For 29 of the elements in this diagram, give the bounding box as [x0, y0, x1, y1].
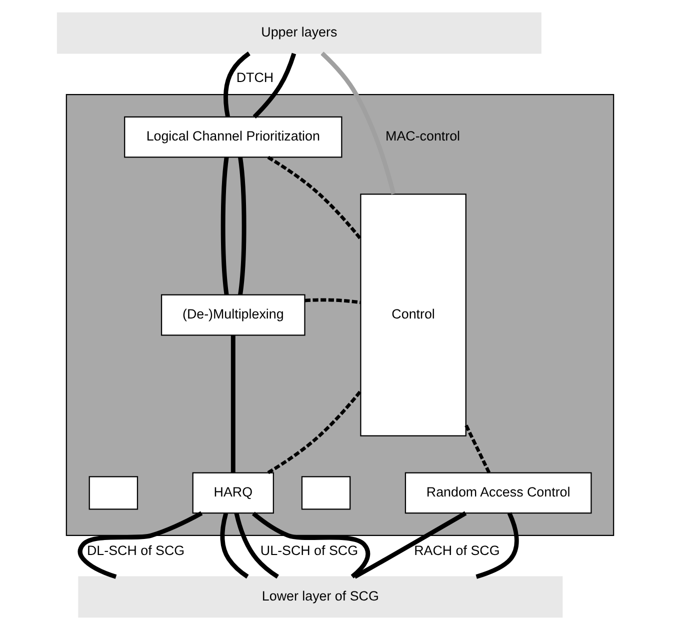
connector [77, 511, 202, 579]
connector [304, 298, 360, 304]
node-box: Upper layers [56, 12, 541, 54]
node-box [300, 476, 350, 510]
connector [220, 157, 228, 296]
connector [238, 157, 246, 296]
edge-label: MAC-control [385, 128, 460, 144]
connector [251, 512, 370, 578]
connector [353, 511, 466, 579]
edge-label: DL-SCH of SCG [86, 543, 184, 558]
connector [266, 156, 362, 240]
node-box: Logical Channel Prioritization [124, 116, 342, 158]
cluster [65, 94, 614, 536]
node-box [88, 476, 138, 510]
edge-label: UL-SCH of SCG [260, 543, 358, 558]
connector [320, 52, 396, 194]
edge-label: DTCH [236, 70, 274, 85]
connector [230, 335, 235, 473]
connector [266, 390, 362, 474]
node-box: Control [360, 194, 466, 436]
connector [234, 512, 278, 579]
node-box: (De-)Multiplexing [160, 294, 305, 336]
connector [220, 512, 248, 579]
edge-label: RACH of SCG [414, 543, 500, 558]
connector [464, 424, 490, 474]
connector [252, 52, 296, 118]
node-box: HARQ [192, 472, 274, 514]
node-box: Lower layer of SCG [78, 576, 562, 618]
node-box: Random Access Control [404, 472, 592, 514]
